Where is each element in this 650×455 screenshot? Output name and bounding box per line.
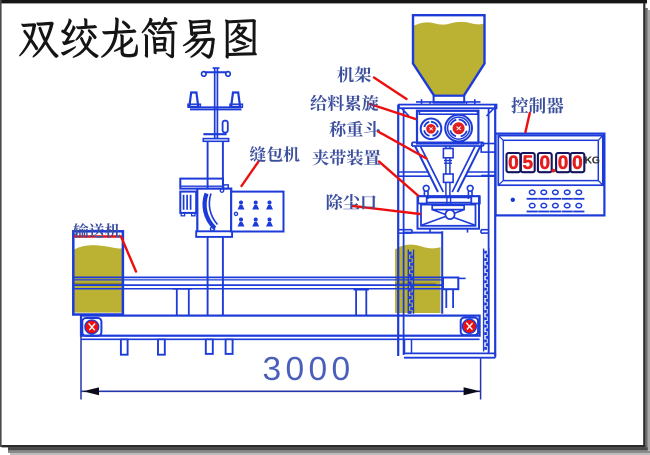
- svg-text:3000: 3000: [262, 351, 354, 388]
- svg-text:0: 0: [572, 153, 583, 174]
- svg-text:KG: KG: [585, 155, 600, 167]
- svg-text:5: 5: [523, 153, 534, 174]
- svg-text:0: 0: [540, 153, 551, 174]
- svg-text:0: 0: [508, 153, 519, 174]
- svg-text:0: 0: [558, 153, 569, 174]
